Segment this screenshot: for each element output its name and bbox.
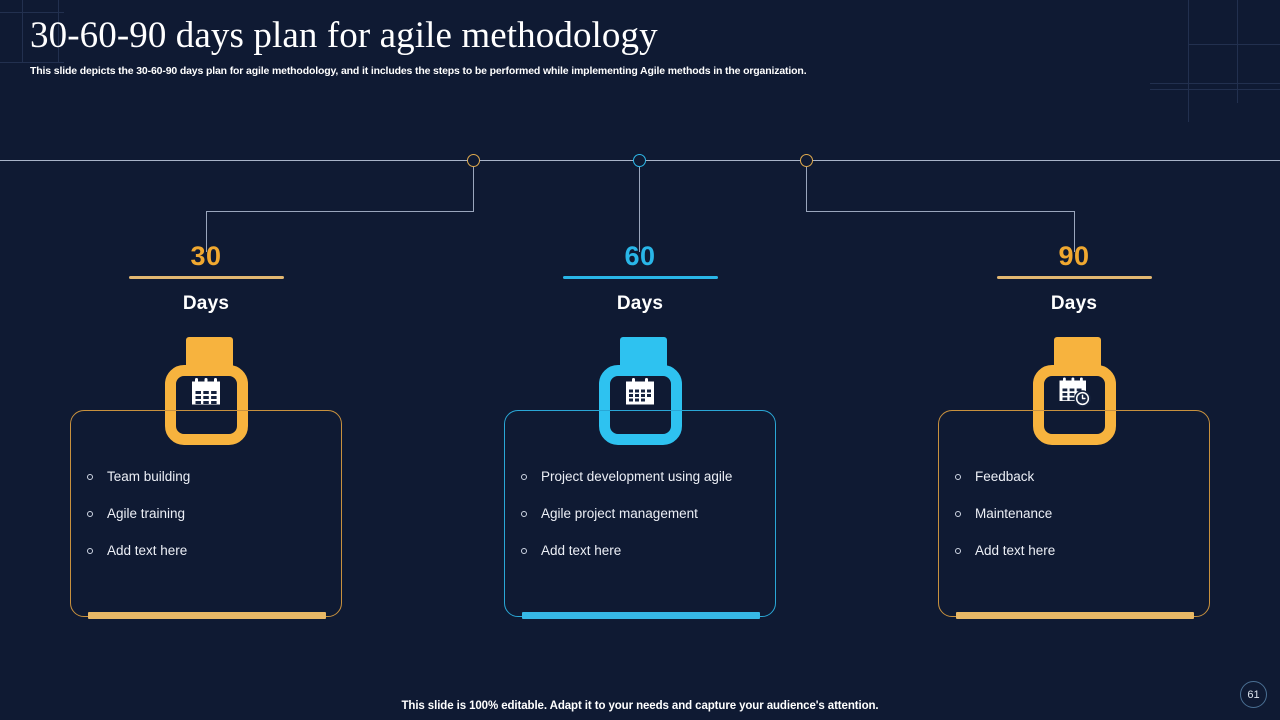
bullet-icon <box>87 474 93 480</box>
column-number-90: 90 <box>1058 241 1090 271</box>
list-item-label: Feedback <box>975 469 1035 484</box>
column-rule-60 <box>562 276 718 279</box>
decor-grid-line <box>0 12 64 13</box>
footer-note: This slide is 100% editable. Adapt it to… <box>401 700 879 712</box>
bullet-icon <box>521 548 527 554</box>
list-item-label: Add text here <box>975 543 1056 558</box>
bullet-icon <box>955 474 961 480</box>
card-accent-bar-30 <box>88 612 326 619</box>
content-card-60: Project development using agile Agile pr… <box>504 410 776 619</box>
connector-90 <box>1074 211 1075 252</box>
column-number-60: 60 <box>624 241 656 271</box>
decor-grid-line <box>1188 0 1189 122</box>
badge-box <box>1033 365 1116 445</box>
list-item: Add text here <box>955 543 1199 559</box>
decor-grid-line <box>1237 0 1238 103</box>
content-card-30: Team building Agile training Add text he… <box>70 410 342 619</box>
decor-grid-line <box>22 0 23 62</box>
bullet-icon <box>955 511 961 517</box>
icon-badge-60[interactable] <box>594 337 686 445</box>
bullet-icon <box>521 474 527 480</box>
bullet-icon <box>87 548 93 554</box>
decor-grid-line <box>1188 44 1280 45</box>
column-30: 30 Days <box>56 240 356 445</box>
decor-grid-line <box>1150 83 1280 84</box>
column-number-30: 30 <box>190 241 222 271</box>
decor-grid-line <box>0 62 64 63</box>
list-item-label: Agile project management <box>541 506 698 521</box>
card-list-60: Project development using agile Agile pr… <box>521 469 765 580</box>
connector-30 <box>473 167 474 211</box>
bullet-icon <box>521 511 527 517</box>
list-item: Maintenance <box>955 506 1199 522</box>
bullet-icon <box>87 511 93 517</box>
content-card-90: Feedback Maintenance Add text here <box>938 410 1210 619</box>
column-rule-90 <box>996 276 1152 279</box>
connector-30 <box>206 211 207 252</box>
list-item: Team building <box>87 469 331 485</box>
list-item: Agile project management <box>521 506 765 522</box>
page-title: 30-60-90 days plan for agile methodology <box>30 15 658 56</box>
connector-90 <box>806 211 1075 212</box>
timeline-node-90[interactable] <box>800 154 813 167</box>
column-days-label-60: Days <box>616 293 664 314</box>
card-list-90: Feedback Maintenance Add text here <box>955 469 1199 580</box>
icon-badge-90[interactable] <box>1028 337 1120 445</box>
list-item: Agile training <box>87 506 331 522</box>
page-number-badge: 61 <box>1240 681 1267 708</box>
decor-grid-line <box>58 0 59 62</box>
list-item-label: Maintenance <box>975 506 1053 521</box>
decor-grid-line <box>1150 89 1280 90</box>
connector-60 <box>639 167 640 252</box>
list-item: Feedback <box>955 469 1199 485</box>
list-item-label: Team building <box>107 469 191 484</box>
timeline-node-30[interactable] <box>467 154 480 167</box>
calendar-icon <box>594 337 686 445</box>
badge-box <box>599 365 682 445</box>
column-90: 90 Days <box>924 240 1224 445</box>
card-accent-bar-60 <box>522 612 760 619</box>
list-item-label: Project development using agile <box>541 469 733 484</box>
card-accent-bar-90 <box>956 612 1194 619</box>
column-days-label-30: Days <box>182 293 230 314</box>
timeline-node-60[interactable] <box>633 154 646 167</box>
list-item: Add text here <box>87 543 331 559</box>
connector-30 <box>206 211 474 212</box>
column-60: 60 Days <box>490 240 790 445</box>
column-rule-30 <box>128 276 284 279</box>
card-list-30: Team building Agile training Add text he… <box>87 469 331 580</box>
list-item: Add text here <box>521 543 765 559</box>
list-item-label: Agile training <box>107 506 186 521</box>
calendar-clock-icon <box>1028 337 1120 445</box>
connector-90 <box>806 167 807 211</box>
list-item-label: Add text here <box>541 543 622 558</box>
bullet-icon <box>955 548 961 554</box>
icon-badge-30[interactable] <box>160 337 252 445</box>
list-item: Project development using agile <box>521 469 765 485</box>
header: 30-60-90 days plan for agile methodology… <box>30 14 1210 78</box>
page-subtitle: This slide depicts the 30-60-90 days pla… <box>30 65 807 77</box>
calendar-icon <box>160 337 252 445</box>
list-item-label: Add text here <box>107 543 188 558</box>
column-days-label-90: Days <box>1050 293 1098 314</box>
